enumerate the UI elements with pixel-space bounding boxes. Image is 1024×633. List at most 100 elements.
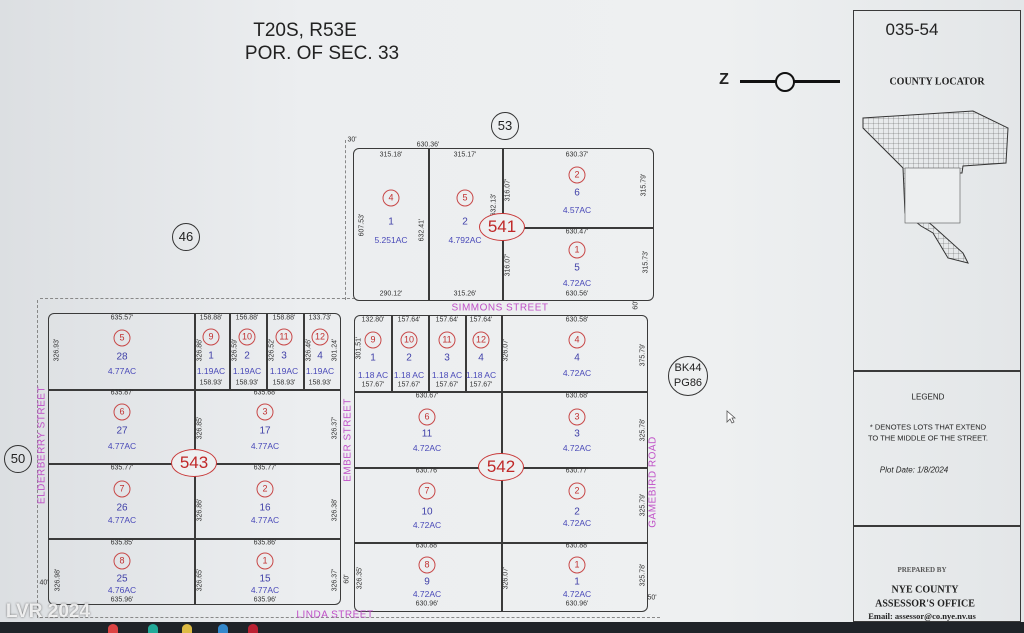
lot-acreage: 4.72AC [562, 518, 592, 528]
dimension-label: 630.67' [415, 392, 439, 400]
dimension-label: 315.73' [642, 250, 650, 274]
lot-marker: 6 [113, 403, 131, 421]
lot-line [428, 315, 430, 391]
dimension-label: 301.51' [355, 336, 363, 360]
lot-number: 1 [388, 216, 394, 228]
dimension-label: 157.64' [435, 316, 459, 324]
lot-marker: 10 [238, 328, 256, 346]
dimension-label: 156.88' [235, 314, 259, 322]
lot-number: 3 [574, 428, 580, 440]
book-541-label: 541 [479, 213, 525, 241]
dimension-label: 315.17' [453, 151, 477, 159]
lot-acreage: 1.18 AC [465, 370, 497, 380]
dimension-label: 326.86' [196, 498, 204, 522]
dimension-label: 132.80' [361, 316, 385, 324]
dimension-label: 630.88' [415, 542, 439, 550]
dimension-label: 326.46' [305, 338, 313, 362]
book-543-label: 543 [171, 449, 217, 477]
dimension-label: 326.37' [331, 568, 339, 592]
lot-number: 3 [444, 352, 450, 364]
dimension-label: 316.07' [504, 253, 512, 277]
lot-acreage: 4.77AC [107, 366, 137, 376]
watermark: LVR 2024 [5, 601, 91, 622]
lot-number: 2 [574, 506, 580, 518]
adjacent-parcel-50: 50 [4, 445, 32, 473]
prepared-by: PREPARED BY [897, 566, 947, 574]
lot-marker: 12 [311, 328, 329, 346]
dimension-label: 326.07' [502, 566, 510, 590]
dimension-label: 301.24' [331, 338, 339, 362]
lot-marker: 8 [418, 556, 436, 574]
taskbar [0, 622, 1024, 633]
lot-marker: 9 [364, 331, 382, 349]
lot-number: 4 [574, 352, 580, 364]
lot-number: 15 [259, 573, 271, 585]
taskbar-app-icon[interactable] [148, 624, 158, 633]
street-gamebird: GAMEBIRD ROAD [647, 436, 659, 528]
office-line-2: ASSESSOR'S OFFICE [875, 598, 975, 610]
dimension-label: 325.79' [639, 493, 647, 517]
dimension-label: 630.68' [565, 392, 589, 400]
street-linda: LINDA STREET [296, 609, 374, 621]
taskbar-app-icon[interactable] [218, 624, 228, 633]
lot-marker: 6 [418, 408, 436, 426]
page-label: PG86 [673, 377, 703, 389]
lot-acreage: 4.72AC [562, 589, 592, 599]
lot-marker: 9 [202, 328, 220, 346]
lot-marker: 12 [472, 331, 490, 349]
lot-acreage: 4.77AC [250, 515, 280, 525]
legend-title: LEGEND [911, 392, 945, 402]
taskbar-folder-icon[interactable] [182, 624, 192, 633]
lot-line [48, 538, 341, 540]
dimension-label: 326.38' [331, 498, 339, 522]
lot-number: 25 [116, 573, 128, 585]
north-arrow-label: Z [719, 71, 729, 88]
dimension-label: 325.78' [639, 563, 647, 587]
street-ember: EMBER STREET [342, 398, 354, 482]
lot-marker: 3 [256, 403, 274, 421]
lot-number: 26 [116, 502, 128, 514]
lot-acreage: 4.76AC [107, 585, 137, 595]
lot-marker: 3 [568, 408, 586, 426]
lot-number: 2 [462, 216, 468, 228]
dimension-label: 635.85' [110, 539, 134, 547]
dimension-label: 630.96' [565, 600, 589, 608]
dimension-label: 315.18' [379, 151, 403, 159]
dimension-label: 157.67' [397, 381, 421, 389]
street-simmons: SIMMONS STREET [451, 302, 549, 314]
lot-number: 4 [317, 350, 323, 362]
lot-marker: 11 [275, 328, 293, 346]
dimension-label: 316.07' [504, 178, 512, 202]
lot-acreage: 1.19AC [269, 366, 299, 376]
dimension-label: 326.52' [268, 338, 276, 362]
lot-marker: 1 [568, 556, 586, 574]
dimension-label: 325.78' [639, 418, 647, 442]
lot-number: 2 [244, 350, 250, 362]
dimension-label: 635.86' [253, 539, 277, 547]
row-line [40, 617, 660, 618]
row-line [345, 140, 346, 300]
dimension-label: 635.96' [110, 596, 134, 604]
row-line [40, 298, 355, 299]
dimension-label: 326.07' [502, 338, 510, 362]
lot-number: 11 [421, 428, 433, 440]
lot-number: 3 [281, 350, 287, 362]
lot-number: 28 [116, 351, 128, 363]
dimension-label: 290.12' [379, 290, 403, 298]
dimension-label: 158.93' [199, 379, 223, 387]
dimension-label: 315.79' [640, 173, 648, 197]
dimension-label: 60' [632, 300, 640, 310]
dimension-label: 157.64' [397, 316, 421, 324]
lot-acreage: 4.57AC [562, 205, 592, 215]
dimension-label: 632.41' [418, 218, 426, 242]
taskbar-app-icon[interactable] [248, 624, 258, 633]
lot-acreage: 4.72AC [562, 443, 592, 453]
lot-acreage: 1.19AC [305, 366, 335, 376]
lot-acreage: 1.18 AC [393, 370, 425, 380]
dimension-label: 158.88' [199, 314, 223, 322]
lot-marker: 2 [568, 166, 586, 184]
mouse-cursor-icon [726, 410, 736, 424]
dimension-label: 630.47' [565, 228, 589, 236]
lot-marker: 7 [418, 482, 436, 500]
taskbar-chrome-icon[interactable] [108, 624, 118, 633]
